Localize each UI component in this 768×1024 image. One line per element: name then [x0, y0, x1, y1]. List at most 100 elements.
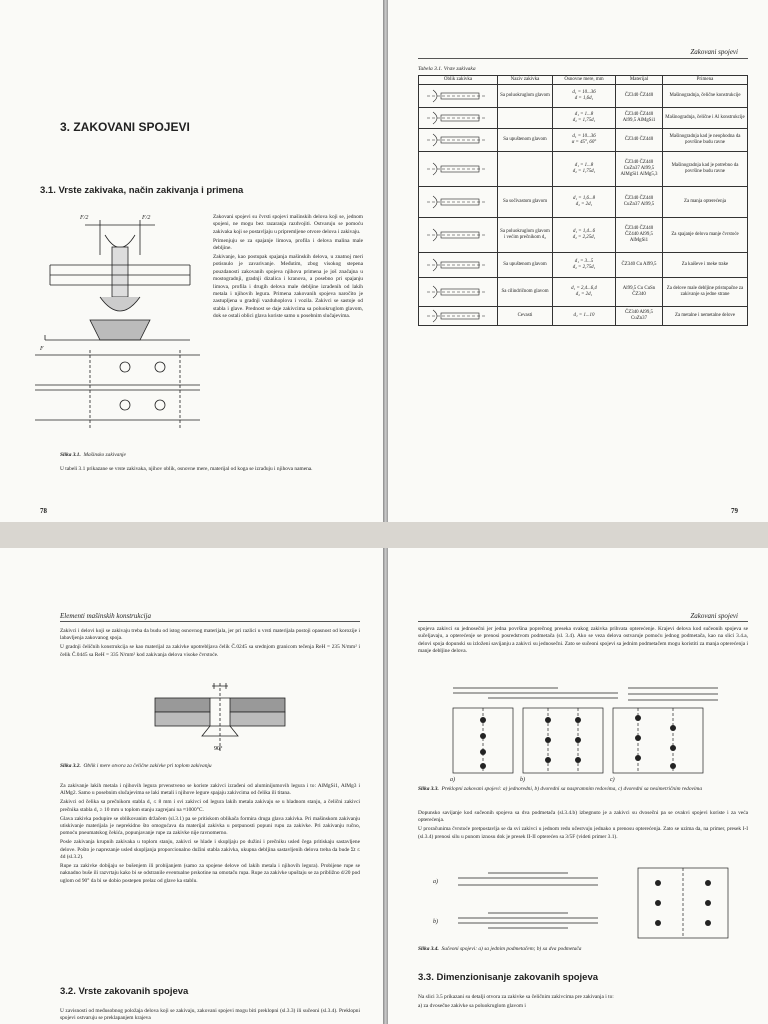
rivet-shape-cell [418, 306, 498, 326]
dimension-value: d₁ = 3...5 [574, 259, 594, 264]
force-label-bottom: F [39, 346, 44, 352]
rivet-types-table: Oblik zakivka Naziv zakivka Osnovne mere… [418, 75, 748, 326]
rivet-sketch-icon [427, 309, 487, 323]
running-head: Zakovani spojevi [690, 48, 738, 56]
page-80: Elementi mašinskih konstrukcija Zakivci … [0, 548, 383, 1024]
rivet-name-cell [497, 107, 553, 129]
rivet-name-cell: Sa upuštenom glavom [497, 128, 553, 152]
paragraph: U proračunima čvrstoće pretpostavlja se … [418, 826, 748, 840]
dimension-value: d = 1,6d₁ [574, 96, 594, 101]
running-head-rule [60, 621, 360, 622]
rivet-sketch-icon [427, 258, 487, 272]
subfigure-label-c: c) [610, 776, 615, 783]
rivet-shape-cell [418, 252, 498, 278]
caption-text: Oblik i mere otvora za čelične zakivke p… [83, 763, 212, 769]
dimension-value: d₂ = 1,75d₁ [572, 169, 596, 174]
butt-joint-text: Dopunsko savijanje kod sučeonih spojeva … [418, 810, 748, 843]
paragraph: Zakivci i delovi koji se zakivaju treba … [60, 628, 360, 642]
rivet-material-cell: ČZ340 ČZ440 [615, 84, 663, 108]
rivet-application-cell: Mašinogradnja kad je neophodna da površi… [662, 128, 748, 152]
paragraph: Za zakivanje lakih metala i njihovih leg… [60, 783, 360, 797]
page-separator [0, 522, 768, 548]
dimension-value: d₁ = 1,6...8 [572, 196, 596, 201]
closing-text: U zavisnosti od međusobnog položaja delo… [60, 1008, 360, 1022]
rivet-application-cell: Za delove male debljine pristupačne za z… [662, 277, 748, 307]
section-title-3-1: 3.1. Vrste zakivaka, način zakivanja i p… [40, 185, 244, 196]
dimension-value: d₁ = 1...8 [574, 112, 594, 117]
rivet-material-cell: ČZ340 ČZ440 [615, 128, 663, 152]
rivet-name-cell: Sa sočivastom glavom [497, 186, 553, 218]
dimension-value: d₁ = 1...8 [574, 163, 594, 168]
rivet-sketch-icon [427, 133, 487, 147]
rivet-material-cell: Al99,5 Cu CuSn ČZ340 [615, 277, 663, 307]
section-title-3-2: 3.2. Vrste zakovanih spojeva [60, 986, 189, 997]
figure-3-4-caption: Slika 3.4. Sučeoni spojevi: a) sa jednim… [418, 946, 738, 952]
caption-label: Slika 3.3. [418, 786, 439, 792]
paragraph: U gradnji čeličnih konstrukcija se kao m… [60, 644, 360, 658]
dimension-value: d₁ = 2,4...6,4 [571, 286, 597, 291]
paragraph: Zakovani spojevi su čvrsti spojevi mašin… [213, 214, 363, 235]
book-spine [383, 548, 388, 1024]
rivet-application-cell: Za kaiševe i meke trake [662, 252, 748, 278]
caption-text: Sučeoni spojevi: a) sa jednim podmetačem… [441, 946, 582, 952]
subfigure-label-a: a) [433, 878, 438, 885]
dimension-value: d₂ = 2d₁ [575, 202, 593, 207]
rivet-shape-cell [418, 107, 498, 129]
closing-text: U tabeli 3.1 prikazane se vrste zakivaka… [60, 466, 313, 472]
force-label-right: F/2 [141, 215, 150, 221]
rivet-application-cell: Za spajanje delova manje čvrstoće [662, 217, 748, 253]
rivet-name-cell: Sa upuštenom glavom [497, 252, 553, 278]
dimension-value: α = 45°, 60° [571, 140, 597, 145]
dimension-value: d₁ = 1...10 [573, 313, 595, 318]
rivet-sketch-icon [427, 111, 487, 125]
rivet-sketch-icon [427, 89, 487, 103]
rivet-material-cell: ČZ340 Al99,5 CuZn37 [615, 306, 663, 326]
rivet-material-cell: ČZ340 ČZ440 CuZn37 Al99,5 AlMgSi1 AlMg5,… [615, 151, 663, 187]
riveting-procedure-text: Za zakivanje lakih metala i njihovih leg… [60, 783, 360, 887]
section-title-3-3: 3.3. Dimenzionisanje zakovanih spojeva [418, 972, 599, 983]
angle-label: 90° [214, 745, 223, 752]
running-head: Elementi mašinskih konstrukcija [60, 612, 151, 620]
riveting-machine-diagram: F/2 F/2 F [35, 215, 200, 430]
paragraph: Glava zakivka podupire se oblikovanim dr… [60, 815, 360, 837]
dimension-value: d₂ = 1,75d₁ [572, 118, 596, 123]
paragraph: Zakivci od čelika sa prečnikom stabla d₁… [60, 799, 360, 813]
rivet-shape-cell [418, 84, 498, 108]
paragraph: Zakivanje, kao postupak spajanja mašinsk… [213, 254, 363, 320]
rivet-material-cell: ČZ340 ČZ440 ČZ440 Al99,5 AlMgSi1 [615, 217, 663, 253]
dimension-value: d₁ = 1,4...6 [572, 229, 596, 234]
caption-text: Mašinsko zakivanje [83, 452, 126, 458]
rivet-material-cell: ČZ340 Cu Al99,5 [615, 252, 663, 278]
paragraph: Na slici 3.5 prikazani su detalji otvora… [418, 994, 614, 1000]
page-number: 78 [40, 507, 47, 515]
rivet-application-cell: Mašinogradnja kad je potrebno da površin… [662, 151, 748, 187]
rivet-sketch-icon [427, 228, 487, 242]
rivet-shape-cell [418, 186, 498, 218]
header-application: Primena [662, 75, 748, 85]
rivet-dimensions-cell: d₁ = 1...10 [552, 306, 616, 326]
paragraph: a) za dvosečne zakivke sa poluokruglom g… [418, 1002, 526, 1009]
closing-text: Na slici 3.5 prikazani su detalji otvora… [418, 994, 748, 1012]
page-79: Zakovani spojevi Tabela 3.1. Vrste zakiv… [388, 0, 768, 522]
rivet-shape-cell [418, 128, 498, 152]
running-head-rule [418, 58, 748, 59]
joint-intro-text: spojeva zakivci su jednosečni jer jedna … [418, 626, 748, 655]
dimension-value: d₁ = 10...36 [572, 134, 596, 139]
header-name: Naziv zakivka [497, 75, 553, 85]
rivet-material-cell: ČZ340 ČZ440 Al99,5 AlMgSi1 [615, 107, 663, 129]
page-number: 79 [731, 507, 738, 515]
chapter-title: 3. ZAKOVANI SPOJEVI [60, 120, 190, 134]
running-head: Zakovani spojevi [690, 612, 738, 620]
table-caption: Tabela 3.1. Vrste zakivaka [418, 66, 476, 72]
rivet-sketch-icon [427, 162, 487, 176]
